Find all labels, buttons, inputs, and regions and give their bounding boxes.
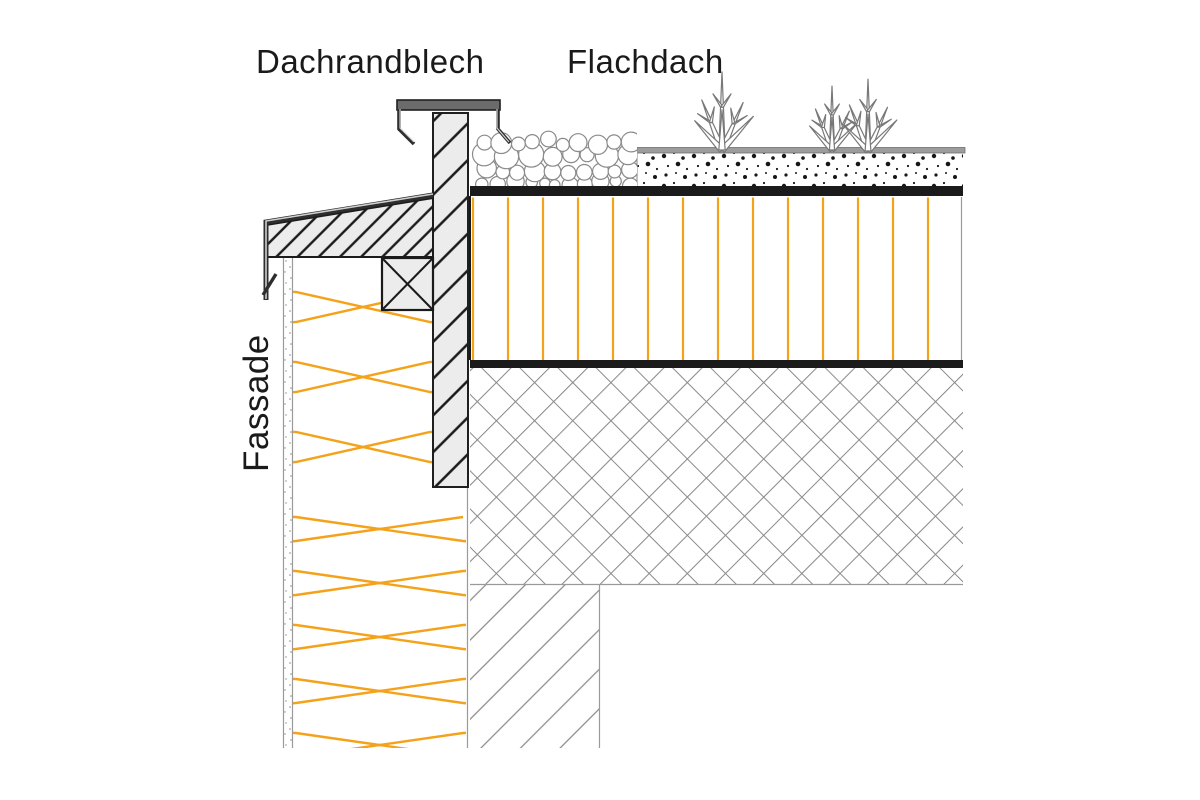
mineral-wool-region xyxy=(293,515,466,748)
grass-tuft xyxy=(694,71,754,153)
cap-left-skirt-highlight xyxy=(399,109,415,143)
gravel-stone xyxy=(575,163,593,181)
roof-insulation-layer xyxy=(470,196,962,360)
roof-insulation-joints xyxy=(471,197,930,360)
grass-tuft xyxy=(842,78,898,154)
grass-blade-barb xyxy=(708,106,715,124)
mineral-wool-region xyxy=(293,290,433,464)
timber-blocking xyxy=(380,256,435,312)
gravel-stone xyxy=(560,164,577,182)
gravel-stone xyxy=(620,131,637,153)
label-roof-edge-flashing: Dachrandblech xyxy=(256,43,484,80)
label-flat-roof: Flachdach xyxy=(567,43,724,80)
gravel-stone xyxy=(568,133,588,153)
vegetation-mat-band xyxy=(636,147,966,154)
flat-roof-assembly xyxy=(469,130,966,748)
grass-blade-barb xyxy=(820,114,827,129)
slope-flashing-highlight xyxy=(265,193,434,299)
cap-left-skirt xyxy=(397,109,416,146)
gravel-stone xyxy=(587,134,609,155)
gravel-stone xyxy=(510,136,526,152)
grass-blade-barb xyxy=(731,114,748,125)
grass-blade xyxy=(828,116,836,151)
substrate-stipple xyxy=(637,153,963,186)
mineral-wool-loop xyxy=(293,290,433,464)
vapour-barrier-band xyxy=(470,360,963,368)
grass-blade-barb xyxy=(855,110,862,127)
roof-deck-slab xyxy=(470,368,963,585)
render-stipple xyxy=(283,258,293,748)
grass-blade-barb xyxy=(719,93,732,108)
mineral-wool-loop xyxy=(293,290,433,464)
green-roof-vegetation xyxy=(694,71,898,154)
grass-blade-barb xyxy=(876,118,892,128)
interior-wall xyxy=(470,585,600,748)
grass-blade xyxy=(718,109,726,151)
cap-top-plate xyxy=(396,99,501,111)
gravel-stone xyxy=(476,134,493,151)
gravel-stone xyxy=(555,137,570,152)
slope-drip-edge xyxy=(261,273,278,296)
parapet-post-hatch xyxy=(433,113,468,487)
grass-blade-barb xyxy=(829,103,841,116)
timber-blocking-diagonal-2 xyxy=(381,257,434,311)
gravel-stone xyxy=(607,164,622,179)
slope-wedge-hatch xyxy=(266,198,433,257)
grass-blade-barb xyxy=(730,107,736,125)
gravel-stone xyxy=(542,146,563,167)
facade-insulation-loops xyxy=(293,290,466,748)
grass-tuft xyxy=(809,85,859,153)
grass-blade-barb xyxy=(865,98,877,113)
grass-blade xyxy=(864,113,872,152)
gravel-stone xyxy=(540,130,557,148)
gravel-stone xyxy=(606,134,622,150)
gravel-stone xyxy=(524,133,540,150)
mineral-wool-loop xyxy=(293,515,466,748)
label-facade: Fassade xyxy=(237,334,276,472)
gravel-strip xyxy=(471,130,637,189)
grass-blade-barb xyxy=(839,121,854,130)
facade-assembly xyxy=(261,99,512,748)
cap-right-skirt-highlight xyxy=(496,109,510,143)
grass-blade-barb xyxy=(875,111,881,128)
roof-membrane xyxy=(470,186,963,196)
mineral-wool-loop xyxy=(293,515,466,748)
roof-edge-flashing-cap xyxy=(396,99,512,146)
